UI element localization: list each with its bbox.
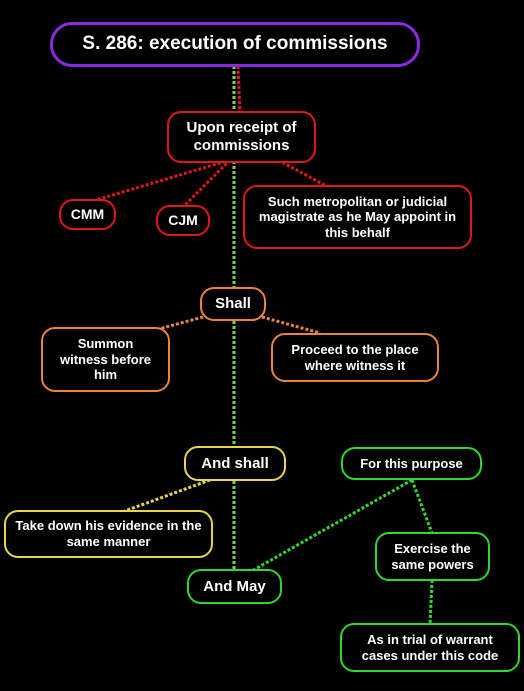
cmm-text: CMM [70, 206, 105, 223]
proceed-text: Proceed to the place where witness it [291, 341, 419, 373]
and-may-node: And May [187, 569, 282, 604]
take-down-node: Take down his evidence in the same manne… [4, 510, 213, 558]
cmm-node: CMM [59, 199, 116, 230]
shall-to-proceed-connector [261, 315, 321, 335]
receipt-to-cjm-connector [181, 158, 232, 209]
title-text: S. 286: execution of commissions [82, 33, 388, 55]
exercise-text: Exercise the same powers [391, 540, 474, 572]
for-purpose-text: For this purpose [360, 455, 463, 471]
and-shall-node: And shall [184, 446, 286, 481]
warrant-node: As in trial of warrant cases under this … [340, 623, 520, 672]
for-purpose-to-exercise-connector [410, 479, 434, 534]
shall-text: Shall [215, 295, 251, 312]
and-may-text: And May [203, 577, 266, 595]
title-node: S. 286: execution of commissions [50, 22, 420, 67]
take-down-text: Take down his evidence in the same manne… [15, 518, 202, 549]
magistrate-node: Such metropolitan or judicial magistrate… [243, 185, 472, 249]
receipt-text: Upon receipt of commissions [186, 119, 297, 154]
cjm-node: CJM [156, 205, 210, 236]
receipt-to-cmm-connector [95, 158, 231, 202]
magistrate-text: Such metropolitan or judicial magistrate… [258, 193, 457, 240]
receipt-to-magistrate-connector [277, 158, 331, 190]
shall-node: Shall [200, 287, 266, 321]
proceed-node: Proceed to the place where witness it [271, 333, 439, 382]
cjm-text: CJM [168, 212, 198, 229]
receipt-node: Upon receipt of commissions [167, 111, 316, 163]
warrant-text: As in trial of warrant cases under this … [361, 631, 499, 663]
shall-to-summon-connector [154, 315, 204, 332]
and-shall-text: And shall [201, 454, 269, 472]
for-purpose-to-and-may-connector [249, 478, 413, 574]
and-shall-to-take-down-connector [121, 478, 211, 514]
title-to-receipt-connector [236, 65, 242, 113]
exercise-node: Exercise the same powers [375, 532, 490, 581]
summon-text: Summon witness before him [59, 336, 152, 383]
summon-node: Summon witness before him [41, 327, 170, 392]
for-purpose-node: For this purpose [341, 447, 482, 480]
exercise-to-warrant-connector [428, 579, 434, 626]
